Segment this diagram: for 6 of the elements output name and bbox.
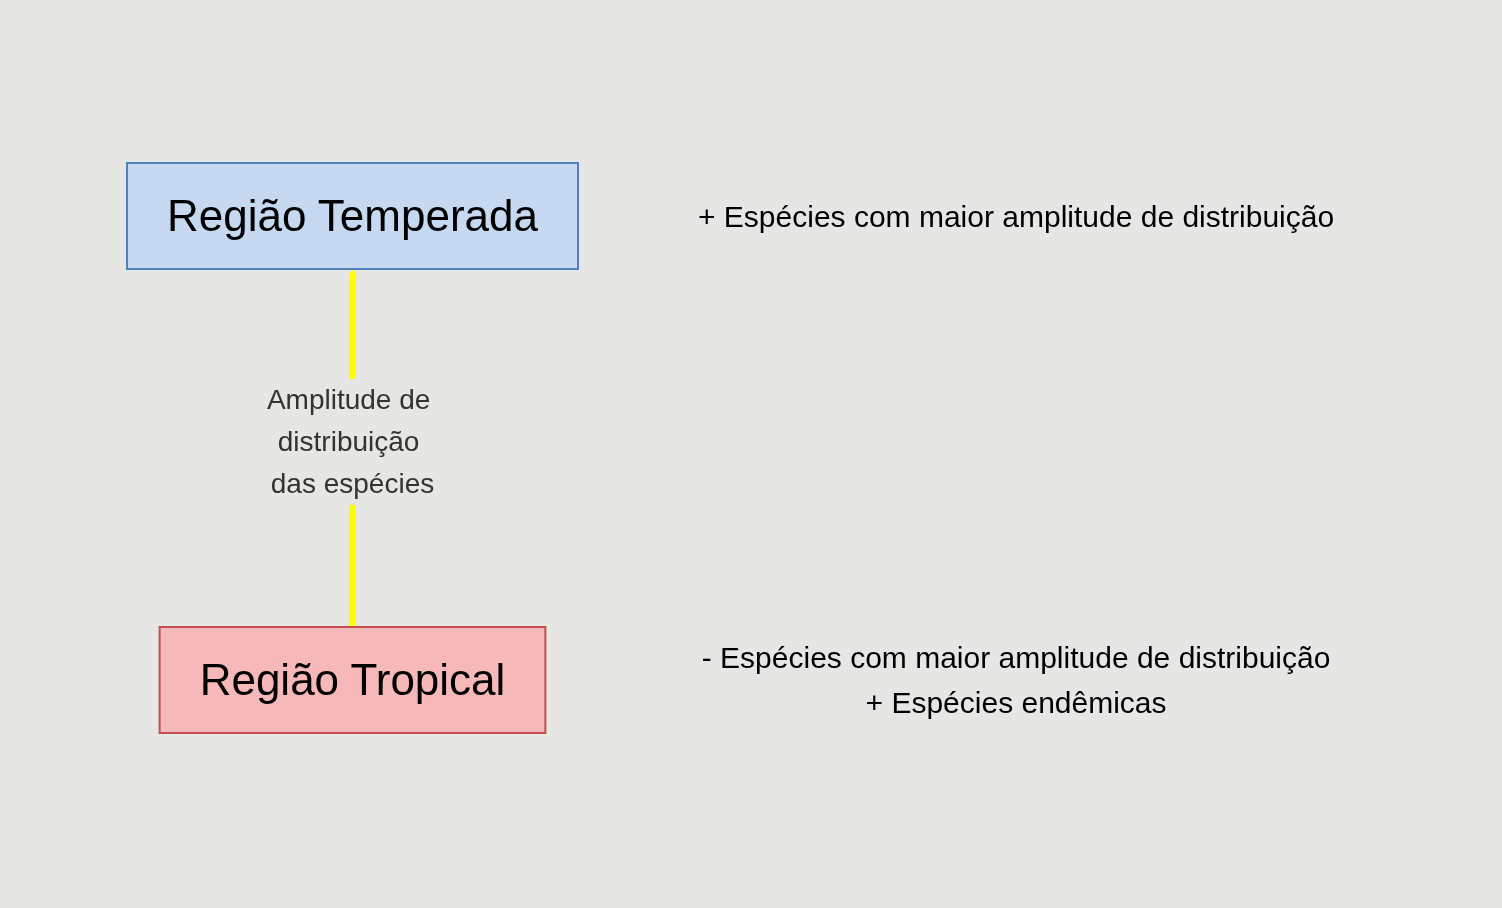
- node-label: - Espécies com maior amplitude de distribuição: [702, 641, 1331, 674]
- node-box: Região Tropical: [159, 626, 547, 734]
- node-box: Região Temperada: [126, 162, 580, 270]
- edge-label: Amplitude de distribuição das espécies: [267, 384, 435, 499]
- node-label: + Espécies com maior amplitude de distribuição: [698, 199, 1335, 233]
- node-label: + Espécies endêmicas: [865, 686, 1167, 719]
